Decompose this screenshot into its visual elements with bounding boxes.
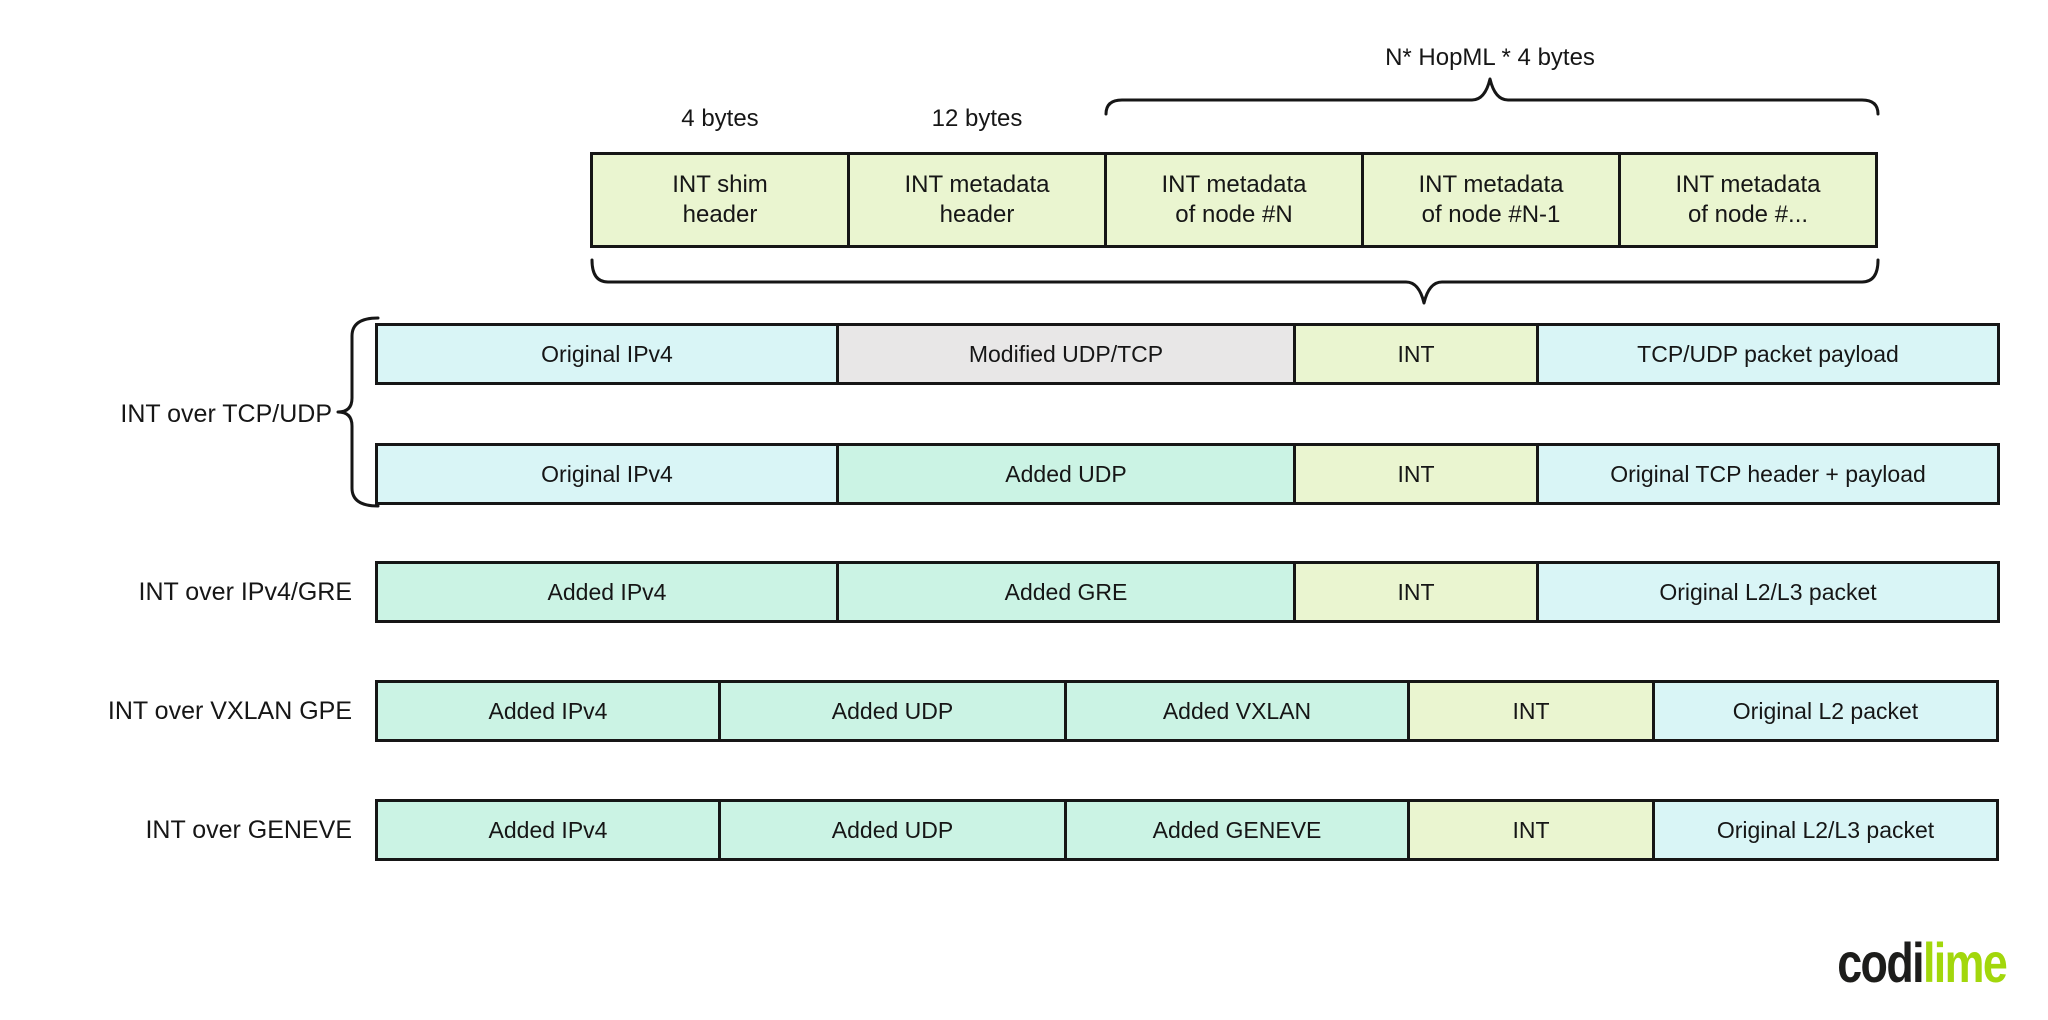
int-metadata-node-n-box: INT metadata of node #N xyxy=(1104,152,1364,248)
group-label-int-over-ipv4-gre: INT over IPv4/GRE xyxy=(138,578,353,606)
original-l2-packet-box: Original L2 packet xyxy=(1652,680,1999,742)
hopml-label: N* HopML * 4 bytes xyxy=(1385,44,1595,71)
added-udp-box: Added UDP xyxy=(836,443,1296,505)
codilime-logo: codilime xyxy=(1837,930,2008,995)
added-ipv4-box: Added IPv4 xyxy=(375,680,721,742)
original-ipv4-box: Original IPv4 xyxy=(375,443,839,505)
box-label-line: of node #N-1 xyxy=(1421,201,1561,228)
int-box: INT xyxy=(1407,799,1655,861)
packet-row-geneve: Added IPv4 Added UDP Added GENEVE INT Or… xyxy=(375,799,1999,861)
box-label-line: header xyxy=(939,201,1015,228)
tcp-udp-packet-payload-box: TCP/UDP packet payload xyxy=(1536,323,2000,385)
original-ipv4-box: Original IPv4 xyxy=(375,323,839,385)
added-udp-box: Added UDP xyxy=(718,799,1067,861)
added-gre-box: Added GRE xyxy=(836,561,1296,623)
int-metadata-node-etc-box: INT metadata of node #... xyxy=(1618,152,1878,248)
packet-row-tcp-udp-added: Original IPv4 Added UDP INT Original TCP… xyxy=(375,443,2000,505)
group-brace-tcp-udp xyxy=(336,316,380,508)
box-label-line: of node #N xyxy=(1175,201,1293,228)
bytes-4-label: 4 bytes xyxy=(681,105,759,132)
box-label-line: header xyxy=(682,201,758,228)
int-box: INT xyxy=(1293,561,1539,623)
int-box: INT xyxy=(1407,680,1655,742)
int-box: INT xyxy=(1293,443,1539,505)
added-geneve-box: Added GENEVE xyxy=(1064,799,1410,861)
original-l2-l3-packet-box: Original L2/L3 packet xyxy=(1652,799,1999,861)
packet-row-vxlan-gpe: Added IPv4 Added UDP Added VXLAN INT Ori… xyxy=(375,680,1999,742)
bytes-12-label: 12 bytes xyxy=(931,105,1023,132)
box-label-line: INT metadata xyxy=(904,171,1050,198)
logo-text-codi: codi xyxy=(1837,931,1924,994)
added-ipv4-box: Added IPv4 xyxy=(375,799,721,861)
group-label-int-over-tcp-udp: INT over TCP/UDP xyxy=(120,400,332,428)
bottom-brace xyxy=(590,258,1880,305)
logo-text-lime: lime xyxy=(1922,931,2008,994)
box-label-line: of node #... xyxy=(1687,201,1809,228)
packet-row-tcp-udp-modified: Original IPv4 Modified UDP/TCP INT TCP/U… xyxy=(375,323,2000,385)
box-label-line: INT metadata xyxy=(1675,171,1821,198)
int-shim-header-box: INT shim header xyxy=(590,152,850,248)
group-label-int-over-vxlan-gpe: INT over VXLAN GPE xyxy=(107,697,352,725)
added-udp-box: Added UDP xyxy=(718,680,1067,742)
modified-udp-tcp-box: Modified UDP/TCP xyxy=(836,323,1296,385)
box-label-line: INT shim xyxy=(672,171,768,198)
int-box: INT xyxy=(1293,323,1539,385)
packet-row-ipv4-gre: Added IPv4 Added GRE INT Original L2/L3 … xyxy=(375,561,2000,623)
box-label-line: INT metadata xyxy=(1418,171,1564,198)
int-metadata-header-box: INT metadata header xyxy=(847,152,1107,248)
added-vxlan-box: Added VXLAN xyxy=(1064,680,1410,742)
box-label-line: INT metadata xyxy=(1161,171,1307,198)
int-header-stack-row: INT shim header INT metadata header INT … xyxy=(590,152,1878,248)
added-ipv4-box: Added IPv4 xyxy=(375,561,839,623)
original-tcp-header-payload-box: Original TCP header + payload xyxy=(1536,443,2000,505)
top-brace xyxy=(1104,77,1880,116)
group-label-int-over-geneve: INT over GENEVE xyxy=(145,816,352,844)
original-l2-l3-packet-box: Original L2/L3 packet xyxy=(1536,561,2000,623)
int-metadata-node-n1-box: INT metadata of node #N-1 xyxy=(1361,152,1621,248)
